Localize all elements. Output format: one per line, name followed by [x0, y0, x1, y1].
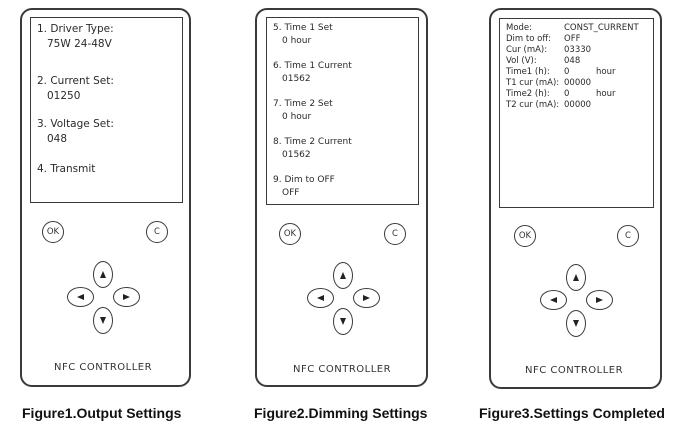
down-arrow-button[interactable]	[93, 307, 113, 334]
menu-item-label: 5. Time 1 Set	[273, 23, 333, 33]
nfc-controller-device-2: 5. Time 1 Set 0 hour 6. Time 1 Current 0…	[255, 8, 428, 387]
menu-item-value: 01562	[282, 73, 311, 84]
menu-item-value: 0 hour	[282, 35, 312, 46]
device-brand-label: NFC CONTROLLER	[525, 365, 624, 376]
menu-item-label: 2. Current Set:	[37, 75, 114, 87]
device-1-screen: 1. Driver Type: 75W 24-48V 2. Current Se…	[30, 17, 183, 203]
arrow-right-icon	[596, 297, 603, 303]
down-arrow-button[interactable]	[566, 310, 586, 337]
menu-item-label: 3. Voltage Set:	[37, 118, 114, 130]
status-value: 00000	[564, 78, 592, 88]
arrow-up-icon	[340, 272, 346, 279]
status-label: T1 cur (mA):	[506, 78, 560, 88]
arrow-up-icon	[573, 274, 579, 281]
menu-item-value: 75W 24-48V	[47, 38, 112, 50]
status-value: 00000	[564, 100, 592, 110]
device-brand-label: NFC CONTROLLER	[293, 364, 392, 375]
figure-1-caption: Figure1.Output Settings	[22, 405, 182, 421]
menu-item-voltage-set[interactable]: 3. Voltage Set: 048	[37, 117, 114, 147]
menu-item-value: 048	[47, 133, 68, 145]
menu-item-label: 6. Time 1 Current	[273, 61, 352, 71]
status-label: Dim to off:	[506, 34, 552, 44]
menu-item-time1-current[interactable]: 6. Time 1 Current 01562	[273, 60, 352, 85]
left-arrow-button[interactable]	[307, 288, 334, 308]
status-value: CONST_CURRENT	[564, 23, 639, 33]
arrow-down-icon	[573, 320, 579, 327]
status-value: 03330	[564, 45, 592, 55]
up-arrow-button[interactable]	[333, 262, 353, 289]
nfc-controller-device-3: Mode: CONST_CURRENT Dim to off: OFF Cur …	[489, 8, 662, 389]
device-brand-label: NFC CONTROLLER	[54, 362, 153, 373]
arrow-left-icon	[550, 297, 557, 303]
menu-item-current-set[interactable]: 2. Current Set: 01250	[37, 74, 114, 104]
status-label: Time2 (h):	[506, 89, 550, 99]
device-3-screen: Mode: CONST_CURRENT Dim to off: OFF Cur …	[499, 18, 654, 208]
c-button[interactable]: C	[146, 221, 168, 243]
menu-item-label: 9. Dim to OFF	[273, 175, 335, 185]
device-2-screen: 5. Time 1 Set 0 hour 6. Time 1 Current 0…	[266, 17, 419, 205]
menu-item-value: 0 hour	[282, 111, 312, 122]
menu-item-time2-set[interactable]: 7. Time 2 Set 0 hour	[273, 98, 333, 123]
left-arrow-button[interactable]	[540, 290, 567, 310]
status-value: 048	[564, 56, 581, 66]
status-value: 0	[564, 89, 570, 99]
menu-item-driver-type[interactable]: 1. Driver Type: 75W 24-48V	[37, 22, 114, 52]
status-label: T2 cur (mA):	[506, 100, 560, 110]
arrow-left-icon	[317, 295, 324, 301]
menu-item-value: OFF	[282, 187, 300, 198]
figure-3-caption: Figure3.Settings Completed	[479, 405, 665, 421]
status-value: 0	[564, 67, 570, 77]
menu-item-value: 01250	[47, 90, 81, 102]
menu-item-label: 7. Time 2 Set	[273, 99, 333, 109]
menu-item-time1-set[interactable]: 5. Time 1 Set 0 hour	[273, 22, 333, 47]
status-unit: hour	[596, 67, 616, 77]
down-arrow-button[interactable]	[333, 308, 353, 335]
status-label: Cur (mA):	[506, 45, 548, 55]
menu-item-dim-to-off[interactable]: 9. Dim to OFF OFF	[273, 174, 335, 199]
menu-item-label: 4. Transmit	[37, 163, 96, 175]
arrow-right-icon	[123, 294, 130, 300]
menu-item-label: 1. Driver Type:	[37, 23, 114, 35]
right-arrow-button[interactable]	[113, 287, 140, 307]
ok-button[interactable]: OK	[514, 225, 536, 247]
arrow-down-icon	[100, 317, 106, 324]
status-label: Mode:	[506, 23, 533, 33]
status-unit: hour	[596, 89, 616, 99]
menu-item-label: 8. Time 2 Current	[273, 137, 352, 147]
arrow-left-icon	[77, 294, 84, 300]
status-value: OFF	[564, 34, 581, 44]
menu-item-time2-current[interactable]: 8. Time 2 Current 01562	[273, 136, 352, 161]
arrow-right-icon	[363, 295, 370, 301]
menu-item-value: 01562	[282, 149, 311, 160]
arrow-up-icon	[100, 271, 106, 278]
c-button[interactable]: C	[384, 223, 406, 245]
arrow-down-icon	[340, 318, 346, 325]
ok-button[interactable]: OK	[42, 221, 64, 243]
c-button[interactable]: C	[617, 225, 639, 247]
right-arrow-button[interactable]	[586, 290, 613, 310]
up-arrow-button[interactable]	[93, 261, 113, 288]
menu-item-transmit[interactable]: 4. Transmit	[37, 162, 95, 177]
figure-2-caption: Figure2.Dimming Settings	[254, 405, 428, 421]
status-label: Time1 (h):	[506, 67, 550, 77]
up-arrow-button[interactable]	[566, 264, 586, 291]
status-label: Vol (V):	[506, 56, 537, 66]
right-arrow-button[interactable]	[353, 288, 380, 308]
left-arrow-button[interactable]	[67, 287, 94, 307]
ok-button[interactable]: OK	[279, 223, 301, 245]
nfc-controller-device-1: 1. Driver Type: 75W 24-48V 2. Current Se…	[20, 8, 191, 387]
